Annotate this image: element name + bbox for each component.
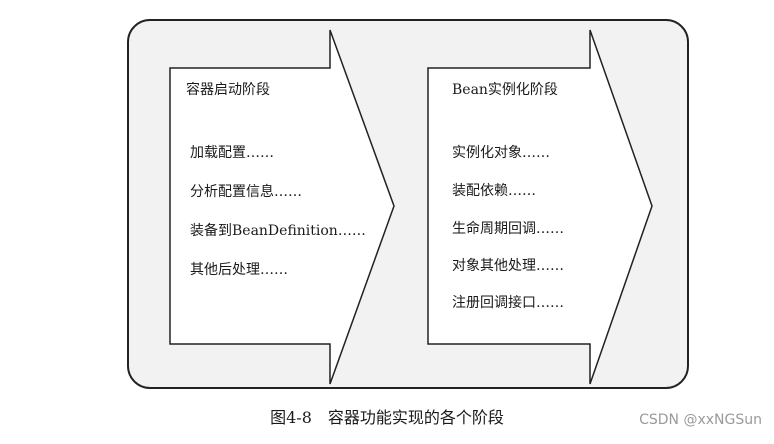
stage-2-item: 生命周期回调…… <box>452 221 564 237</box>
stage-1-item: 加载配置…… <box>190 145 274 161</box>
stage-2-item: 装配依赖…… <box>452 183 536 199</box>
stage-2-title: Bean实例化阶段 <box>452 82 558 98</box>
stage-1-item: 其他后处理…… <box>190 262 288 278</box>
watermark: CSDN @xxNGSun <box>639 412 762 428</box>
stage-arrow-1 <box>169 29 395 385</box>
figure-caption: 图4-8 容器功能实现的各个阶段 <box>270 408 504 427</box>
stage-2-item: 实例化对象…… <box>452 145 550 161</box>
stage-2-item: 注册回调接口…… <box>452 295 564 311</box>
stage-1-item: 分析配置信息…… <box>190 184 302 200</box>
stage-2-item: 对象其他处理…… <box>452 258 564 274</box>
stage-1-item: 装备到BeanDefinition…… <box>190 223 366 239</box>
stage-1-title: 容器启动阶段 <box>186 82 270 98</box>
stage-arrow-2 <box>427 29 653 385</box>
